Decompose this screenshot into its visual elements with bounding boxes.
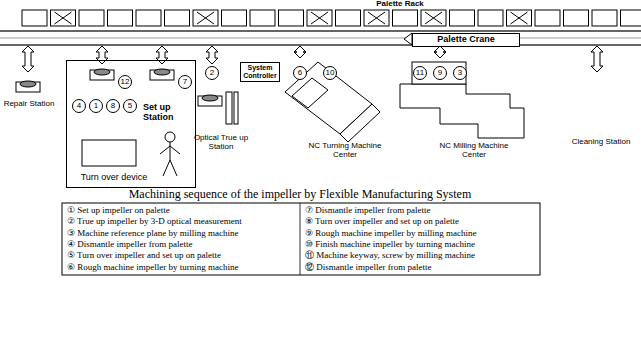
callout-number: 5 [128, 102, 132, 111]
station-label: NC Milling Machine Center [428, 142, 520, 160]
sequence-step: ⑨ Rough machine impeller by milling mach… [305, 229, 476, 239]
milling-machine [400, 62, 524, 138]
callout-number: 2 [205, 66, 219, 80]
node-label: Turn over device [81, 173, 148, 183]
rack-slot [51, 10, 76, 26]
rack-slot [108, 10, 133, 26]
caption: Machining sequence of the impeller by Fl… [40, 188, 560, 201]
rack-slot [535, 10, 560, 26]
callout-number: 7 [183, 78, 187, 87]
callout-number: 4 [72, 99, 86, 113]
callout-number: 8 [106, 99, 120, 113]
sequence-step: ⑫ Dismantle impeller from palette [305, 263, 431, 273]
node-label: System Controller [243, 64, 277, 79]
rail-center [0, 38, 641, 39]
callout-number: 12 [121, 78, 130, 87]
transfer-arrow [22, 46, 34, 72]
callout-number: 9 [433, 66, 447, 80]
sequence-step: ⑦ Dismantle impeller from palette [305, 206, 430, 216]
sequence-step: ① Set up impeller on palette [67, 206, 170, 216]
occupied-mark [197, 12, 214, 24]
rack-slot [450, 10, 475, 26]
sequence-step: ⑩ Finish machine impeller by turning mac… [305, 240, 475, 250]
callout-number: 6 [293, 66, 307, 80]
callout-number: 3 [453, 66, 467, 80]
callout-number: 3 [458, 69, 462, 78]
rack-slot [165, 10, 190, 26]
rack-slot [307, 10, 332, 26]
controller-box: System Controller [240, 62, 280, 82]
operator-figure [160, 132, 180, 176]
rack-slot [364, 10, 389, 26]
rack-slot [507, 10, 532, 26]
rack-slot [22, 10, 47, 26]
sequence-step: ⑤ Turn over impeller and set up on palet… [67, 251, 221, 261]
callout-number: 6 [298, 69, 302, 78]
sequence-step: ④ Dismantle impeller from palette [67, 240, 192, 250]
rack-slot [421, 10, 446, 26]
crane-rail [0, 31, 641, 45]
sequence-step: ③ Machine reference plane by milling mac… [67, 229, 238, 239]
transfer-arrow [434, 46, 446, 58]
occupied-mark [425, 12, 442, 24]
table-divider [300, 203, 301, 275]
station-label: Repair Station [0, 100, 58, 109]
palette-crane: Palette Crane [412, 33, 520, 47]
occupied-mark [311, 12, 328, 24]
callout-number: 8 [111, 102, 115, 111]
transfer-arrow [206, 46, 218, 64]
sequence-step: ⑧ Turn over impeller and set up on palet… [305, 217, 459, 227]
callout-number: 1 [89, 99, 103, 113]
callout-number: 11 [416, 69, 424, 78]
sequence-step: ⑥ Rough machine impeller by turning mach… [67, 263, 238, 273]
rack-slot [336, 10, 361, 26]
callout-number: 5 [123, 99, 137, 113]
callout-number: 12 [118, 75, 132, 89]
rack-slot [393, 10, 418, 26]
transfer-arrow [591, 46, 603, 72]
callout-number: 11 [413, 66, 427, 80]
occupied-mark [55, 12, 72, 24]
rack-slot [564, 10, 589, 26]
transfer-arrow [156, 46, 168, 64]
node-label: Set up Station [143, 103, 195, 123]
callout-number: 10 [323, 66, 337, 80]
callout-number: 4 [77, 102, 81, 111]
callout-number: 2 [210, 69, 214, 78]
rack-slot [592, 10, 617, 26]
palette-icons [16, 69, 238, 124]
sequence-table-frame [62, 203, 540, 275]
station-region: Set up Station 12 7 4 1 8 5Turn over device [66, 60, 196, 188]
sequence-step: ② True up impeller by 3-D optical measur… [67, 217, 242, 227]
transfer-arrow [96, 46, 108, 64]
station-label: Palette Rack [360, 0, 440, 9]
rack-slot [250, 10, 275, 26]
occupied-mark [511, 12, 528, 24]
rack-slot [222, 10, 247, 26]
sequence-step: ⑪ Machine keyway, screw by milling machi… [305, 251, 475, 261]
callout-number: 9 [438, 69, 442, 78]
transfer-arrow [294, 46, 306, 58]
callout-number: 1 [94, 102, 98, 111]
node-label: Palette Crane [437, 35, 495, 45]
callout-number: 10 [326, 69, 335, 78]
device-box: Turn over device [73, 131, 155, 185]
rack-slot [621, 10, 641, 26]
station-label: Cleaning Station [570, 138, 632, 147]
turning-machine [285, 62, 380, 142]
turn-over-machine [82, 140, 136, 166]
station-label: Optical True up Station [190, 134, 252, 152]
rack-slot [193, 10, 218, 26]
rack-slot [136, 10, 161, 26]
palette-rack [22, 10, 641, 26]
rack-slot [79, 10, 104, 26]
crane-arrowhead [404, 33, 412, 45]
occupied-mark [368, 12, 385, 24]
station-label: NC Turning Machine Center [300, 142, 390, 160]
callout-number: 7 [178, 75, 192, 89]
rack-slot [478, 10, 503, 26]
rack-slot [279, 10, 304, 26]
